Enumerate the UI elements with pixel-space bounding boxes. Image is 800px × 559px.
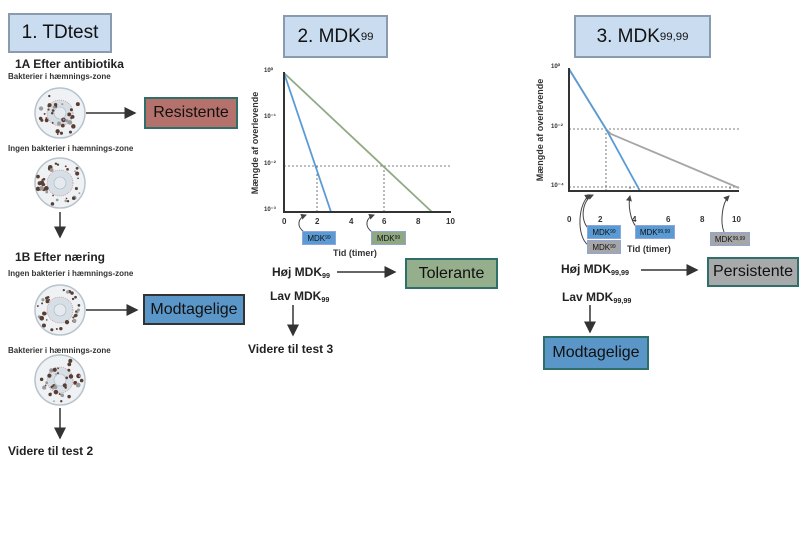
title-tdtest: 1. TDtest: [8, 13, 112, 53]
dish1-label: Bakterier i hæmnings-zone: [8, 72, 111, 81]
y-tick: 10⁻²: [551, 124, 563, 130]
label-text: Lav MDK: [270, 289, 322, 303]
mdk-text: MDK: [307, 233, 326, 243]
petri-dish-icon: [34, 284, 86, 336]
green-curve: [283, 72, 433, 213]
petri-dish-icon: [34, 157, 86, 209]
low-mdk99: Lav MDK99: [270, 289, 329, 304]
x-axis-label: Tid (timer): [627, 244, 671, 254]
label-text: Høj MDK: [272, 265, 322, 279]
mdk-sub: 99: [394, 235, 401, 241]
blue-curve: [283, 72, 332, 213]
dish2-label: Ingen bakterier i hæmnings-zone: [8, 144, 134, 153]
mdk-sub: 99,99: [657, 229, 671, 235]
pointer-arrow: [579, 194, 591, 246]
x-tick: 0: [567, 215, 572, 224]
pointer-arrow: [721, 195, 730, 233]
y-tick: 10⁻³: [264, 207, 276, 213]
dish3-label: Ingen bakterier i hæmnings-zone: [8, 269, 134, 278]
y-axis-label: Mængde af overlevende: [535, 78, 545, 182]
label-sub: 99: [322, 271, 330, 280]
label-text: Lav MDK: [562, 290, 614, 304]
label-sub: 99,99: [613, 296, 632, 305]
result-tolerante: Tolerante: [405, 258, 498, 289]
blue-curve: [568, 68, 641, 192]
title-sub: 99: [360, 30, 374, 43]
y-tick: 10⁻⁴: [551, 183, 564, 189]
mdk-text: MDK: [592, 227, 611, 237]
x-tick: 10: [732, 215, 741, 224]
x-tick: 8: [700, 215, 705, 224]
next-test-2: Videre til test 2: [8, 444, 94, 458]
high-mdk99: Høj MDK99: [272, 265, 330, 280]
y-axis: [568, 68, 739, 192]
x-tick: 8: [416, 217, 421, 226]
x-tick: 4: [349, 217, 354, 226]
result-text: Modtagelige: [552, 344, 640, 361]
y-tick: 10⁻¹: [264, 114, 276, 120]
gray-curve: [568, 68, 740, 189]
x-tick: 6: [666, 215, 671, 224]
result-text: Resistente: [153, 104, 229, 121]
x-tick: 6: [382, 217, 387, 226]
petri-dish-icon: [34, 87, 86, 139]
label-text: Høj MDK: [561, 262, 611, 276]
x-tick: 0: [282, 217, 287, 226]
pointer-arrow: [366, 213, 375, 233]
title-sub: 99,99: [659, 30, 689, 43]
title-text: 3. MDK: [596, 25, 660, 47]
result-persistente: Persistente: [707, 257, 799, 287]
x-tick: 2: [315, 217, 320, 226]
result-text: Modtagelige: [150, 300, 238, 318]
x-axis-label: Tid (timer): [333, 248, 377, 258]
y-axis-label: Mængde af overlevende: [250, 91, 260, 195]
label-sub: 99,99: [611, 268, 629, 277]
high-mdk9999: Høj MDK99,99: [561, 262, 629, 277]
x-tick: 10: [446, 217, 455, 226]
mdk-text: MDK: [376, 233, 395, 243]
step-1b-label: 1B Efter næring: [15, 250, 106, 264]
mdk-sub: 99,99: [732, 236, 746, 242]
result-modtagelige-2: Modtagelige: [543, 336, 649, 370]
mdk-sub: 99: [325, 235, 331, 241]
result-text: Tolerante: [418, 264, 485, 282]
dish4-label: Bakterier i hæmnings-zone: [8, 346, 111, 355]
mdk-text: MDK: [592, 242, 611, 252]
next-test-3: Videre til test 3: [248, 342, 334, 356]
y-axis: [283, 72, 451, 213]
mdk-sub: 99: [610, 244, 616, 250]
x-tick: 2: [598, 215, 603, 224]
y-tick: 10⁻²: [264, 161, 276, 167]
step-1a-label: 1A Efter antibiotika: [15, 57, 124, 71]
petri-dish-icon: [34, 354, 86, 406]
low-mdk9999: Lav MDK99,99: [562, 290, 631, 305]
y-tick: 10⁰: [551, 64, 561, 70]
mdk-text: MDK: [639, 227, 658, 237]
pointer-arrow: [298, 213, 307, 233]
mdk-sub: 99: [610, 229, 616, 235]
mdk-text: MDK: [714, 234, 733, 244]
result-text: Persistente: [712, 263, 794, 280]
chart-mdk9999: [568, 68, 740, 246]
result-resistente: Resistente: [144, 97, 238, 129]
title-text: 1. TDtest: [21, 22, 99, 43]
result-modtagelige-1: Modtagelige: [143, 294, 245, 325]
y-tick: 10⁰: [264, 68, 274, 74]
label-sub: 99: [321, 295, 330, 304]
chart-mdk99: [283, 72, 451, 233]
x-tick: 4: [632, 215, 637, 224]
title-text: 2. MDK: [297, 25, 361, 47]
